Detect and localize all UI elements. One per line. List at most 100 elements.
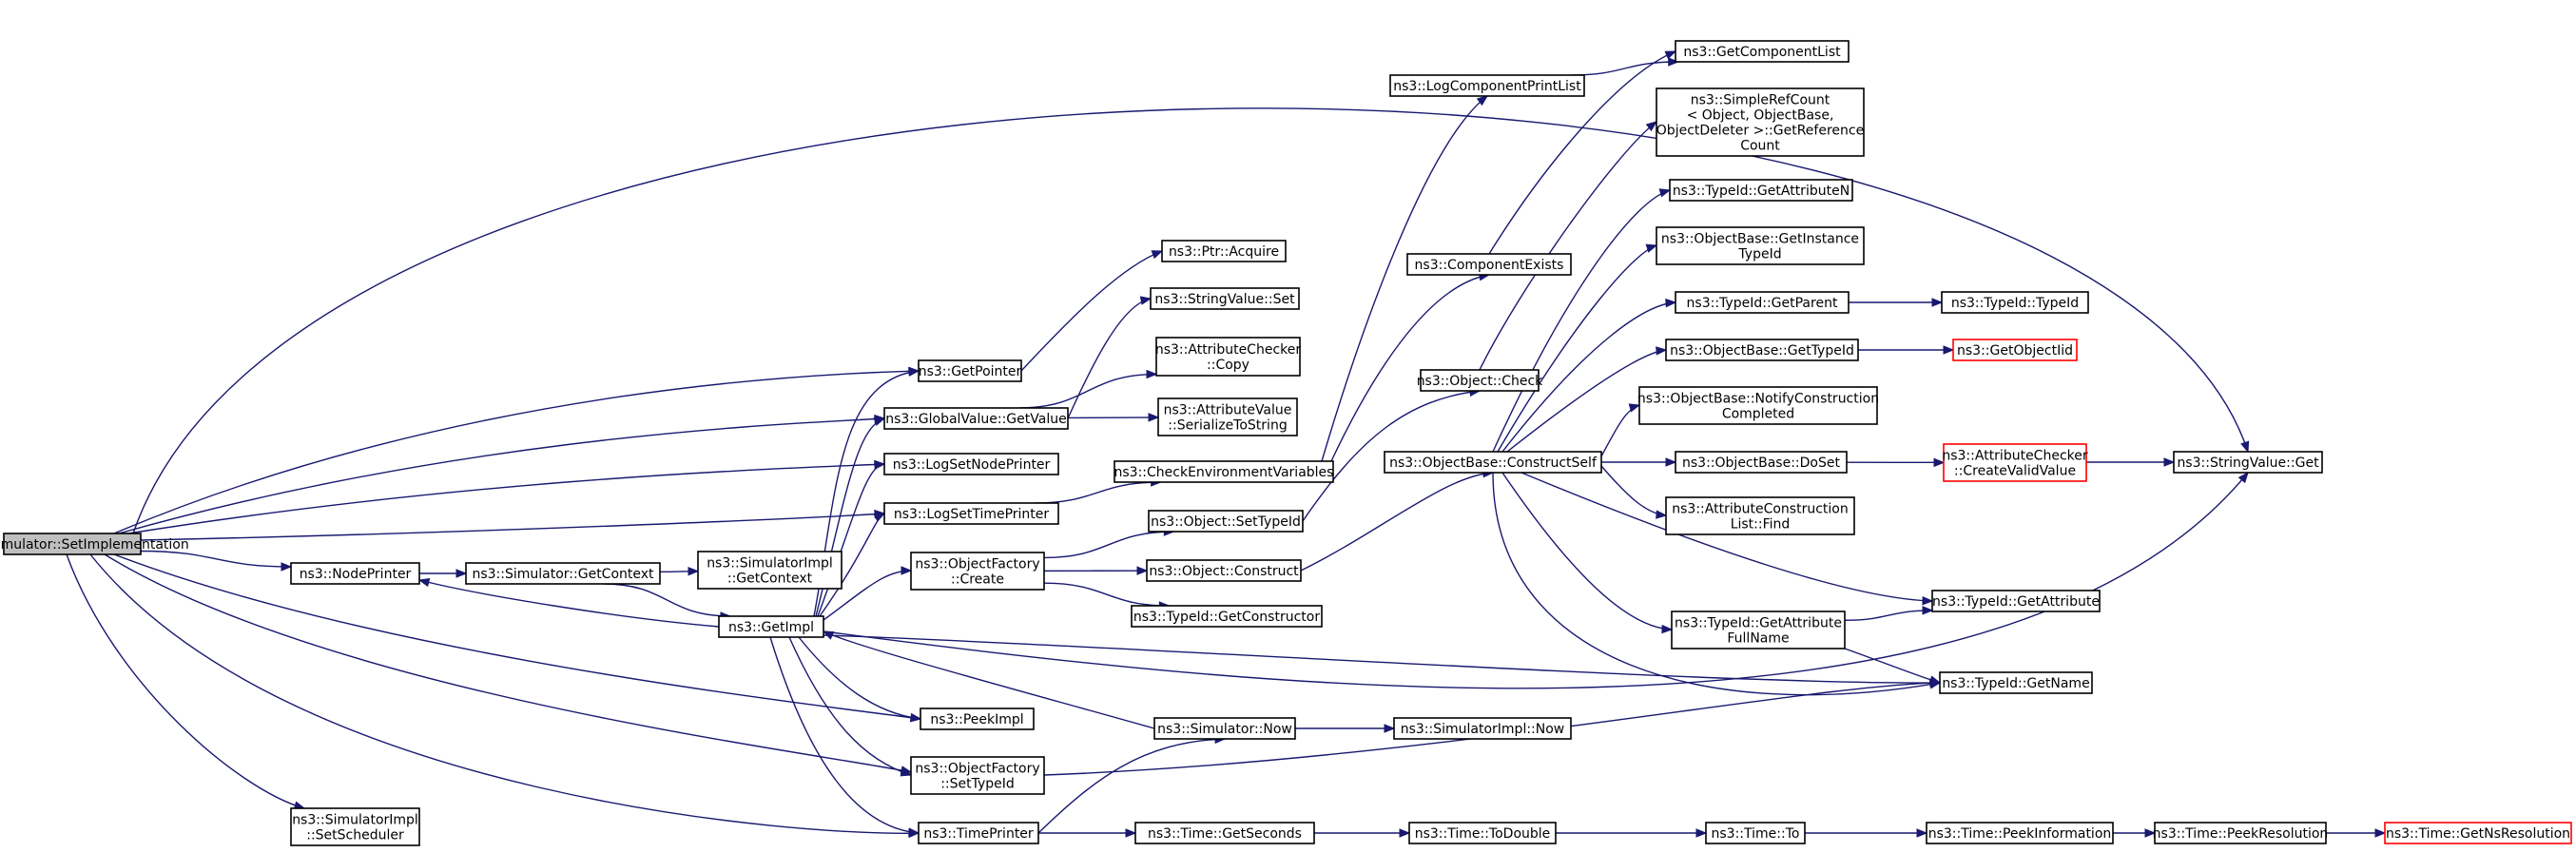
call-edge-gv_getvalue-to-av_serialize bbox=[1067, 413, 1160, 422]
node-root[interactable]: ns3::Simulator::SetImplementation bbox=[0, 533, 189, 555]
edge-arrowhead bbox=[1929, 678, 1942, 688]
node-simsched[interactable]: ns3::SimulatorImpl::SetScheduler bbox=[290, 807, 420, 846]
node-box bbox=[1665, 496, 1855, 535]
edge-line bbox=[1497, 244, 1657, 453]
node-checkenv[interactable]: ns3::CheckEnvironmentVariables bbox=[1114, 460, 1334, 483]
node-label: ns3::Time::To bbox=[1712, 826, 1800, 842]
edge-line bbox=[118, 417, 885, 534]
node-simplerefcount[interactable]: ns3::SimpleRefCount< Object, ObjectBase,… bbox=[1656, 87, 1865, 157]
edge-arrowhead bbox=[1139, 296, 1152, 305]
node-label: ::Copy bbox=[1207, 358, 1249, 373]
node-label: ns3::TypeId::GetAttributeN bbox=[1673, 184, 1850, 199]
node-getcomponentlist[interactable]: ns3::GetComponentList bbox=[1675, 40, 1850, 63]
edge-arrowhead bbox=[908, 367, 920, 377]
edge-line bbox=[1043, 531, 1174, 559]
node-time-getnsres[interactable]: ns3::Time::GetNsResolution bbox=[2384, 822, 2572, 844]
node-ac-copy[interactable]: ns3::AttributeChecker::Copy bbox=[1155, 337, 1302, 377]
edge-line bbox=[1600, 404, 1640, 457]
node-nodeprinter[interactable]: ns3::NodePrinter bbox=[290, 562, 420, 585]
node-ptr-acquire[interactable]: ns3::Ptr::Acquire bbox=[1161, 240, 1287, 262]
node-tid-typeid[interactable]: ns3::TypeId::TypeId bbox=[1941, 291, 2089, 314]
node-box bbox=[1656, 226, 1865, 265]
node-box bbox=[1148, 510, 1304, 533]
edge-arrowhead bbox=[908, 827, 920, 837]
node-of-settypeid[interactable]: ns3::ObjectFactory::SetTypeId bbox=[910, 756, 1045, 795]
node-getobjectiid[interactable]: ns3::GetObjectIid bbox=[1952, 339, 2078, 361]
node-obj-settypeid[interactable]: ns3::Object::SetTypeId bbox=[1148, 510, 1304, 533]
call-edge-ob_constructself-to-ob_getinstancetypeid bbox=[1497, 243, 1658, 453]
edge-arrowhead bbox=[1931, 298, 1944, 307]
edge-line bbox=[140, 550, 292, 568]
edge-line bbox=[1844, 648, 1941, 684]
node-getpointer[interactable]: ns3::GetPointer bbox=[918, 359, 1022, 382]
call-edge-time_peekres-to-time_getnsres bbox=[2325, 828, 2387, 838]
node-obj-check[interactable]: ns3::Object::Check bbox=[1417, 369, 1543, 392]
node-obj-construct[interactable]: ns3::Object::Construct bbox=[1146, 559, 1302, 582]
node-logsettimeprinter[interactable]: ns3::LogSetTimePrinter bbox=[883, 502, 1059, 525]
node-stringvalue-get[interactable]: ns3::StringValue::Get bbox=[2173, 451, 2323, 474]
node-timeprinter[interactable]: ns3::TimePrinter bbox=[918, 822, 1039, 844]
node-simimpl-getcontext[interactable]: ns3::SimulatorImpl::GetContext bbox=[697, 551, 843, 590]
node-gv-getvalue[interactable]: ns3::GlobalValue::GetValue bbox=[883, 407, 1069, 430]
edge-line bbox=[823, 472, 2249, 689]
edge-arrowhead bbox=[417, 577, 431, 588]
edge-line bbox=[1844, 610, 1933, 621]
node-label: ns3::Ptr::Acquire bbox=[1169, 244, 1279, 260]
node-label: ns3::AttributeChecker bbox=[1942, 449, 2088, 464]
node-componentexists[interactable]: ns3::ComponentExists bbox=[1406, 253, 1572, 276]
node-label: ns3::Time::PeekResolution bbox=[2153, 826, 2329, 842]
call-edge-tid_getattributefullname-to-tid_getattribute bbox=[1844, 606, 1934, 621]
node-box bbox=[1943, 443, 2087, 482]
node-logsetnodeprinter[interactable]: ns3::LogSetNodePrinter bbox=[883, 453, 1059, 475]
node-time-peekinfo[interactable]: ns3::Time::PeekInformation bbox=[1926, 822, 2114, 844]
node-tid-getattribute[interactable]: ns3::TypeId::GetAttribute bbox=[1931, 590, 2101, 612]
node-ob-constructself[interactable]: ns3::ObjectBase::ConstructSelf bbox=[1384, 451, 1602, 474]
node-box bbox=[1389, 74, 1585, 97]
node-av-serialize[interactable]: ns3::AttributeValue::SerializeToString bbox=[1157, 397, 1298, 436]
edge-arrowhead bbox=[1658, 188, 1672, 198]
node-sim-now[interactable]: ns3::Simulator::Now bbox=[1153, 717, 1296, 740]
node-tid-getattributen[interactable]: ns3::TypeId::GetAttributeN bbox=[1669, 179, 1853, 202]
call-edge-gv_getvalue-to-stringvalue_set bbox=[1067, 296, 1152, 419]
node-ob-doset[interactable]: ns3::ObjectBase::DoSet bbox=[1675, 451, 1848, 474]
node-tid-getparent[interactable]: ns3::TypeId::GetParent bbox=[1675, 291, 1850, 314]
edge-line bbox=[113, 553, 921, 720]
node-box bbox=[1406, 253, 1572, 276]
node-stringvalue-set[interactable]: ns3::StringValue::Set bbox=[1150, 287, 1300, 310]
node-ob-gettypeid[interactable]: ns3::ObjectBase::GetTypeId bbox=[1665, 339, 1859, 361]
node-box bbox=[1131, 605, 1323, 628]
node-ob-notify[interactable]: ns3::ObjectBase::NotifyConstructionCompl… bbox=[1637, 386, 1879, 425]
node-time-peekres[interactable]: ns3::Time::PeekResolution bbox=[2153, 822, 2329, 844]
call-edge-of_create-to-obj_construct bbox=[1043, 566, 1149, 575]
node-getimpl[interactable]: ns3::GetImpl bbox=[718, 615, 824, 638]
node-label: ns3::Time::PeekInformation bbox=[1928, 826, 2112, 842]
edge-line bbox=[1037, 738, 1226, 834]
node-tid-getname[interactable]: ns3::TypeId::GetName bbox=[1939, 671, 2093, 694]
edge-arrowhead bbox=[2144, 828, 2157, 838]
node-of-create[interactable]: ns3::ObjectFactory::Create bbox=[910, 552, 1045, 591]
node-time-to[interactable]: ns3::Time::To bbox=[1705, 822, 1806, 844]
node-ac-createvalidvalue[interactable]: ns3::AttributeChecker::CreateValidValue bbox=[1942, 443, 2088, 482]
node-time-getseconds[interactable]: ns3::Time::GetSeconds bbox=[1134, 822, 1315, 844]
node-simimpl-now[interactable]: ns3::SimulatorImpl::Now bbox=[1393, 717, 1572, 740]
node-box bbox=[1656, 87, 1865, 157]
node-label: ns3::TypeId::GetName bbox=[1942, 676, 2089, 691]
node-box bbox=[1675, 291, 1850, 314]
node-label: ns3::LogSetTimePrinter bbox=[894, 507, 1050, 522]
node-tid-getconstructor[interactable]: ns3::TypeId::GetConstructor bbox=[1131, 605, 1323, 628]
node-peekimpl[interactable]: ns3::PeekImpl bbox=[920, 708, 1035, 730]
call-edge-root-to-timeprinter bbox=[89, 553, 920, 839]
edge-arrowhead bbox=[901, 566, 913, 575]
node-time-todouble[interactable]: ns3::Time::ToDouble bbox=[1408, 822, 1557, 844]
node-label: ns3::ObjectBase::ConstructSelf bbox=[1389, 456, 1598, 471]
edge-line bbox=[769, 636, 920, 834]
node-label: ns3::GetImpl bbox=[728, 620, 814, 635]
call-edge-ob_doset-to-ac_createvalidvalue bbox=[1846, 457, 1946, 468]
node-sim-getcontext[interactable]: ns3::Simulator::GetContext bbox=[465, 562, 661, 585]
node-logcompprintlist[interactable]: ns3::LogComponentPrintList bbox=[1389, 74, 1585, 97]
node-box bbox=[718, 615, 824, 638]
